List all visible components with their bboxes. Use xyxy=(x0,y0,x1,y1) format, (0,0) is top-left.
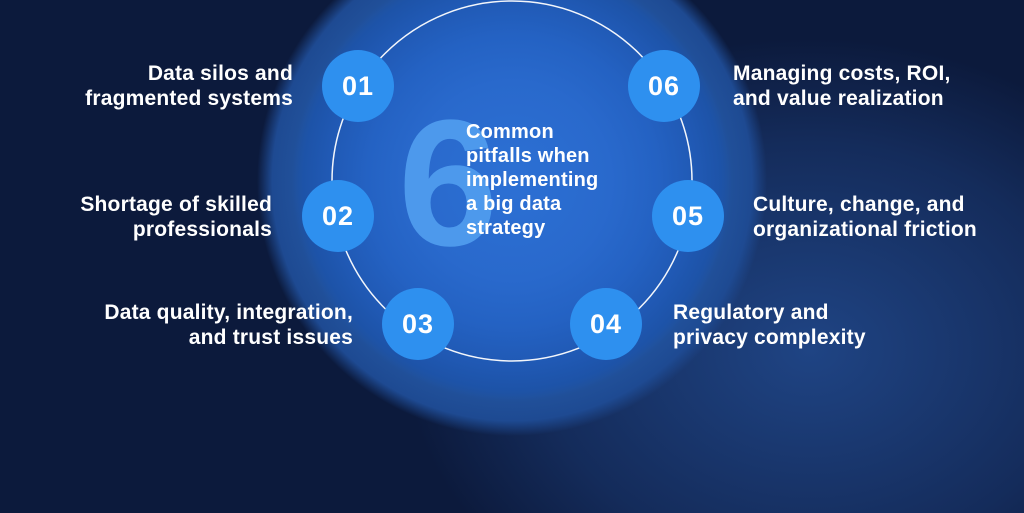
node-number: 05 xyxy=(671,200,705,231)
title-line: strategy xyxy=(466,217,546,239)
pitfall-label-05: Culture, change, and organizational fric… xyxy=(753,192,977,242)
label-line: Data quality, integration, xyxy=(104,301,353,324)
label-line: and trust issues xyxy=(188,326,353,349)
pitfall-node-04: 04 xyxy=(570,288,642,360)
label-line: professionals xyxy=(132,218,272,241)
pitfall-node-02: 02 xyxy=(302,180,374,252)
node-number: 01 xyxy=(341,70,375,101)
node-number: 03 xyxy=(401,308,435,339)
title-line: pitfalls when xyxy=(466,145,590,167)
label-line: Culture, change, and xyxy=(753,193,965,216)
pitfall-node-05: 05 xyxy=(652,180,724,252)
infographic-title: Common pitfalls when implementing a big … xyxy=(466,120,598,240)
node-number: 06 xyxy=(647,70,681,101)
pitfall-label-04: Regulatory and privacy complexity xyxy=(673,300,866,350)
pitfall-label-02: Shortage of skilled professionals xyxy=(80,192,272,242)
pitfall-label-06: Managing costs, ROI, and value realizati… xyxy=(733,61,951,111)
pitfall-node-06: 06 xyxy=(628,50,700,122)
label-line: Regulatory and xyxy=(673,301,829,324)
node-number: 04 xyxy=(589,308,623,339)
pitfall-label-01: Data silos and fragmented systems xyxy=(85,61,293,111)
pitfall-label-03: Data quality, integration, and trust iss… xyxy=(104,300,353,350)
label-line: and value realization xyxy=(733,87,944,110)
big-number-6: 6 xyxy=(398,83,499,284)
label-line: organizational friction xyxy=(753,218,977,241)
node-number: 02 xyxy=(321,200,355,231)
pitfall-node-03: 03 xyxy=(382,288,454,360)
pitfall-node-01: 01 xyxy=(322,50,394,122)
label-line: fragmented systems xyxy=(85,87,293,110)
label-line: Managing costs, ROI, xyxy=(733,62,951,85)
title-line: implementing xyxy=(466,169,599,191)
label-line: privacy complexity xyxy=(673,326,866,349)
title-line: Common xyxy=(466,121,554,143)
title-line: a big data xyxy=(466,193,562,215)
label-line: Data silos and xyxy=(147,62,293,85)
label-line: Shortage of skilled xyxy=(80,193,272,216)
